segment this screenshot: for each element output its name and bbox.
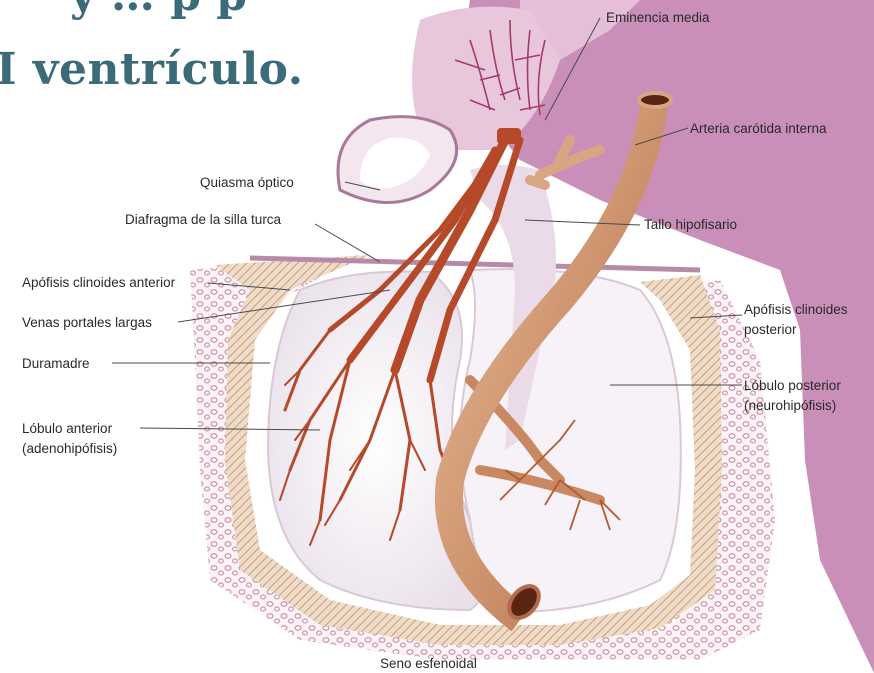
label-lobulo-anterior-1: Lóbulo anterior xyxy=(22,421,113,436)
carotid-opening-top xyxy=(639,93,671,107)
label-quiasma-optico: Quiasma óptico xyxy=(200,175,294,190)
label-seno-esfenoidal: Seno esfenoidal xyxy=(380,656,477,671)
label-lobulo-anterior-2: (adenohipófisis) xyxy=(22,441,117,456)
label-apofisis-anterior: Apófisis clinoides anterior xyxy=(22,275,176,290)
portal-origin xyxy=(497,128,521,144)
label-apofisis-posterior-1: Apófisis clinoides xyxy=(744,302,848,317)
label-venas-portales: Venas portales largas xyxy=(22,315,152,330)
label-tallo-hipofisario: Tallo hipofisario xyxy=(644,217,737,232)
label-diafragma: Diafragma de la silla turca xyxy=(125,212,282,227)
label-lobulo-posterior-1: Lóbulo posterior xyxy=(744,378,841,393)
label-apofisis-posterior-2: posterior xyxy=(744,322,797,337)
label-lobulo-posterior-2: (neurohipófisis) xyxy=(744,398,836,413)
label-eminencia-media: Eminencia media xyxy=(606,10,710,25)
label-duramadre: Duramadre xyxy=(22,356,90,371)
label-arteria-carotida: Arteria carótida interna xyxy=(690,121,827,136)
posterior-lobe xyxy=(460,269,681,612)
